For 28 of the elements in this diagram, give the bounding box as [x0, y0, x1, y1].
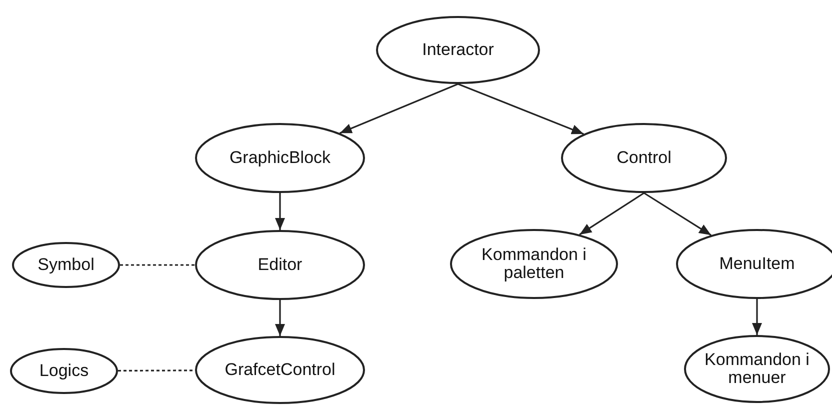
class-ellipse — [376, 16, 540, 84]
class-name: Logics — [39, 362, 89, 380]
class-ellipse — [561, 123, 727, 193]
dotted-connector — [120, 264, 195, 266]
arrow — [275, 300, 285, 336]
arrow — [644, 192, 712, 236]
class-name: Interactor — [422, 41, 494, 59]
class-ellipse — [195, 336, 365, 404]
class-name: MenuItem — [719, 255, 795, 273]
arrow — [458, 83, 584, 135]
class-ellipse — [10, 348, 118, 394]
arrow — [579, 192, 644, 236]
arrow — [752, 299, 762, 335]
class-name: Kommandon i menuer — [704, 351, 810, 387]
arrow — [275, 193, 285, 230]
class-name: Symbol — [38, 256, 94, 274]
class-ellipse — [195, 123, 365, 193]
dotted-connector — [118, 370, 195, 372]
class-ellipse — [684, 335, 830, 403]
arrow — [340, 83, 458, 134]
class-name: Editor — [258, 256, 302, 274]
class-ellipse — [195, 230, 365, 300]
class-ellipse — [450, 229, 618, 299]
class-name: Kommandon i paletten — [480, 246, 588, 282]
class-ellipse — [12, 242, 120, 288]
class-name: Control — [616, 149, 672, 167]
class-name: GrafcetControl — [224, 361, 336, 379]
class-name: GraphicBlock — [229, 149, 331, 167]
